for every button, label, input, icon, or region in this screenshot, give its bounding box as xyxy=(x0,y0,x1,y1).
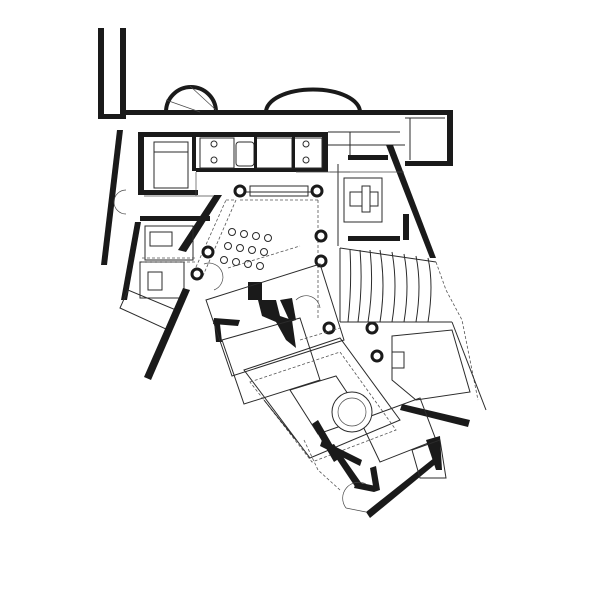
column-circle-icon xyxy=(314,229,328,243)
column-circle-icon xyxy=(190,267,204,281)
south-west-wall xyxy=(144,288,190,380)
north-rooms-top-wall xyxy=(138,132,328,137)
west-wing xyxy=(113,189,222,380)
street-walls xyxy=(98,28,453,265)
east-court-wall xyxy=(405,161,453,166)
north-boundary-wall xyxy=(120,110,452,115)
south-diagonal-wall xyxy=(366,458,438,518)
south-wing xyxy=(205,263,447,518)
stair-core xyxy=(248,282,296,348)
dome-right-arc xyxy=(263,87,363,115)
street-wall-right xyxy=(120,28,126,116)
bathtub-icon xyxy=(235,141,255,167)
bed xyxy=(153,141,189,189)
north-rooms-left-wall xyxy=(138,132,144,194)
dome-right xyxy=(263,87,363,115)
column-circle-icon xyxy=(370,349,384,363)
east-diagonal-wall xyxy=(386,145,436,258)
diagonal-wall-a xyxy=(178,195,222,252)
street-wall-return xyxy=(98,114,126,119)
column-circle-icon xyxy=(233,184,247,198)
seating-chairs-icon xyxy=(220,228,272,270)
west-wall-upper xyxy=(101,130,123,265)
north-east-wall xyxy=(447,110,453,166)
south-east-wall xyxy=(400,404,470,427)
west-wing-wall xyxy=(121,222,141,300)
column-circle-icon xyxy=(201,245,215,259)
misc-lines xyxy=(144,171,404,341)
dome-left xyxy=(163,85,219,115)
north-rooms-bottom-wall xyxy=(138,190,198,195)
north-rooms xyxy=(138,131,405,195)
column-circle-icon xyxy=(365,321,379,335)
hall-bench xyxy=(249,185,309,197)
dome-left-arc xyxy=(163,85,219,115)
stair-icon xyxy=(339,247,452,323)
street-wall-left xyxy=(98,28,104,118)
column-circle-icon xyxy=(310,184,324,198)
east-wing xyxy=(337,145,487,427)
columns xyxy=(190,184,384,363)
